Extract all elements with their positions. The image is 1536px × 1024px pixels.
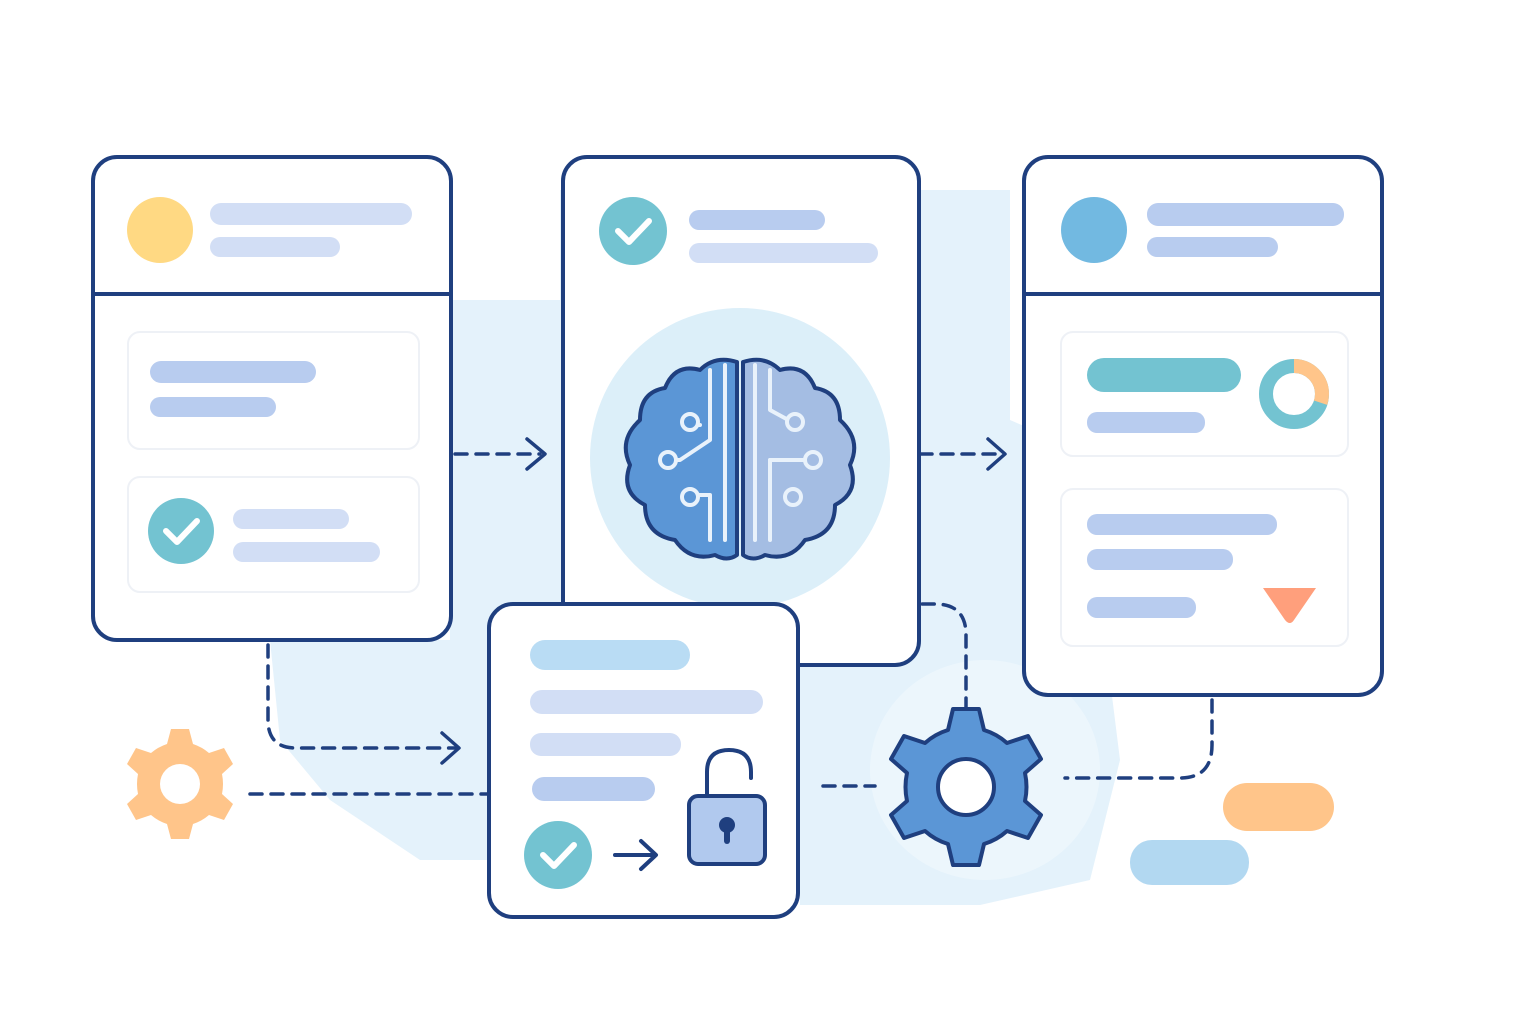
ai-processing-card bbox=[561, 155, 921, 667]
profile-card-left bbox=[91, 155, 453, 642]
placeholder-subtitle-bar bbox=[1147, 237, 1278, 257]
placeholder-bar bbox=[532, 777, 655, 801]
arrow-right-icon bbox=[613, 839, 658, 871]
avatar bbox=[1061, 197, 1127, 263]
placeholder-bar bbox=[530, 733, 681, 756]
placeholder-bar bbox=[233, 509, 349, 529]
analytics-card-right bbox=[1022, 155, 1384, 697]
placeholder-bar bbox=[150, 397, 276, 417]
placeholder-bar bbox=[1087, 514, 1277, 535]
arrow-right-icon bbox=[440, 731, 461, 765]
placeholder-title-bar bbox=[1147, 203, 1344, 226]
triangle-down-icon bbox=[1263, 588, 1316, 623]
brain-circuit-icon bbox=[623, 357, 857, 561]
placeholder-bar bbox=[530, 690, 763, 714]
placeholder-title-bar bbox=[530, 640, 690, 670]
highlight-bar bbox=[1087, 358, 1241, 392]
arrow-right-icon bbox=[525, 437, 547, 471]
content-panel bbox=[127, 331, 420, 450]
arrow-right-icon bbox=[986, 437, 1007, 471]
placeholder-bar bbox=[233, 542, 380, 562]
content-panel bbox=[1060, 331, 1349, 457]
check-icon bbox=[599, 197, 667, 265]
donut-chart-icon bbox=[1259, 359, 1329, 429]
check-icon bbox=[524, 821, 592, 889]
placeholder-bar bbox=[1087, 412, 1205, 433]
decorative-pill bbox=[1130, 840, 1249, 885]
placeholder-bar bbox=[150, 361, 316, 383]
decorative-pill bbox=[1223, 783, 1334, 831]
placeholder-title-bar bbox=[210, 203, 412, 225]
placeholder-subtitle-bar bbox=[689, 243, 878, 263]
gear-icon bbox=[889, 707, 1043, 867]
gear-icon bbox=[127, 729, 233, 839]
connector-card3-to-gear bbox=[1063, 698, 1214, 780]
connector-card1-to-unlock bbox=[266, 643, 457, 750]
unlock-icon bbox=[687, 748, 767, 866]
check-icon bbox=[148, 498, 214, 564]
placeholder-title-bar bbox=[689, 210, 825, 230]
connector-gear-to-brain bbox=[833, 602, 968, 712]
placeholder-bar bbox=[1087, 597, 1196, 618]
access-unlock-card bbox=[487, 602, 800, 919]
placeholder-subtitle-bar bbox=[210, 237, 340, 257]
avatar bbox=[127, 197, 193, 263]
placeholder-bar bbox=[1087, 549, 1233, 570]
